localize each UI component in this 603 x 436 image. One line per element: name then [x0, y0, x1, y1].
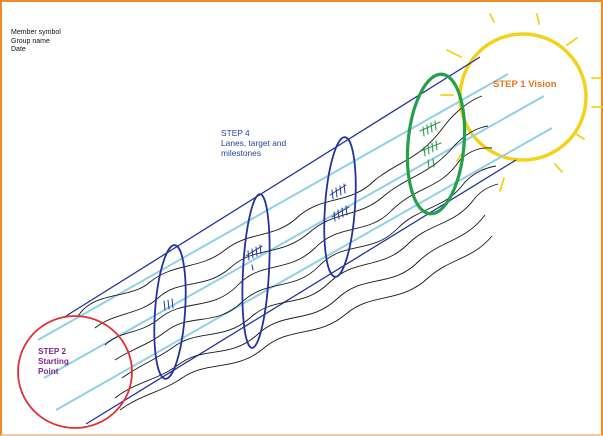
wavy-path: [94, 125, 489, 329]
tally-marks-vision: [419, 120, 442, 169]
sun-ray: [489, 13, 495, 23]
sun-ray: [566, 37, 578, 46]
sun-rays: [440, 13, 603, 192]
milestone-ellipse: [153, 244, 187, 380]
step2-line3: Point: [38, 367, 59, 376]
step2-label: STEP 2 Starting Point: [38, 347, 69, 377]
step2-title: STEP 2: [38, 347, 67, 356]
wavy-path: [114, 165, 497, 361]
tube-bottom-edge: [85, 159, 517, 425]
lane-line: [37, 73, 509, 341]
header-meta: Member symbol Group name Date: [11, 29, 61, 55]
vision-ring: [405, 72, 467, 216]
lane-line: [43, 95, 545, 379]
lane-line: [55, 127, 553, 411]
wavy-path: [77, 95, 483, 317]
milestone-ellipse: [241, 193, 271, 349]
step4-label: STEP 4 Lanes, target and milestones: [221, 128, 286, 158]
member-symbol-label: Member symbol: [11, 29, 61, 36]
wavy-paths: [77, 95, 499, 411]
wavy-path: [114, 214, 486, 399]
group-name-label: Group name: [11, 37, 50, 45]
step4-title: STEP 4: [221, 128, 250, 138]
step4-line3: milestones: [221, 148, 262, 158]
wavy-path: [121, 183, 499, 379]
starting-point-circle: [17, 315, 133, 429]
sun-ray: [446, 49, 462, 58]
tally-marks-1: [163, 298, 174, 311]
date-label: Date: [11, 46, 26, 53]
step2-line2: Starting: [38, 357, 69, 366]
sun-ray: [499, 177, 505, 192]
step1-vision-label: STEP 1 Vision: [493, 79, 557, 90]
step4-line2: Lanes, target and: [221, 138, 287, 148]
wavy-path: [119, 235, 493, 411]
tube-top-edge: [65, 56, 481, 317]
sun-ray: [575, 133, 585, 140]
wavy-path: [104, 147, 493, 346]
milestone-ellipse: [323, 136, 357, 278]
sun-ray: [536, 13, 540, 25]
tally-marks-2: [245, 244, 263, 271]
sun-ray: [554, 163, 563, 173]
tally-marks-3: [329, 183, 350, 222]
